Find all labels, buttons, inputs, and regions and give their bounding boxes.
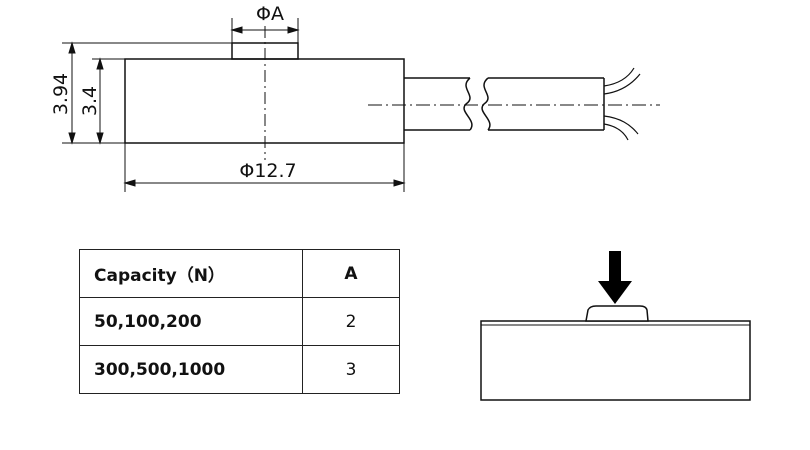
cell-a: 3	[302, 345, 400, 394]
cell-capacity: 50,100,200	[79, 297, 303, 346]
table-row: 50,100,200 2	[79, 297, 400, 346]
dim-total-height-label: 3.94	[50, 73, 72, 115]
side-view	[124, 26, 660, 160]
table-row: 300,500,1000 3	[79, 345, 400, 394]
cell-a: 2	[302, 297, 400, 346]
dim-top-diameter-label: ΦA	[256, 3, 284, 25]
dim-body-diameter-label: Φ12.7	[239, 160, 296, 182]
table-header-row: Capacity（N） A	[79, 249, 400, 298]
cell-capacity: 300,500,1000	[79, 345, 303, 394]
dim-body-height-label: 3.4	[79, 86, 101, 116]
cable	[368, 67, 660, 141]
capacity-table: Capacity（N） A 50,100,200 2 300,500,1000 …	[79, 249, 400, 394]
force-arrow-icon	[598, 251, 632, 304]
load-cell-button	[585, 305, 649, 322]
load-illustration	[480, 251, 751, 401]
dimensions	[62, 18, 406, 192]
load-cell-body	[480, 320, 751, 401]
header-capacity: Capacity（N）	[79, 249, 303, 298]
header-a: A	[302, 249, 400, 298]
